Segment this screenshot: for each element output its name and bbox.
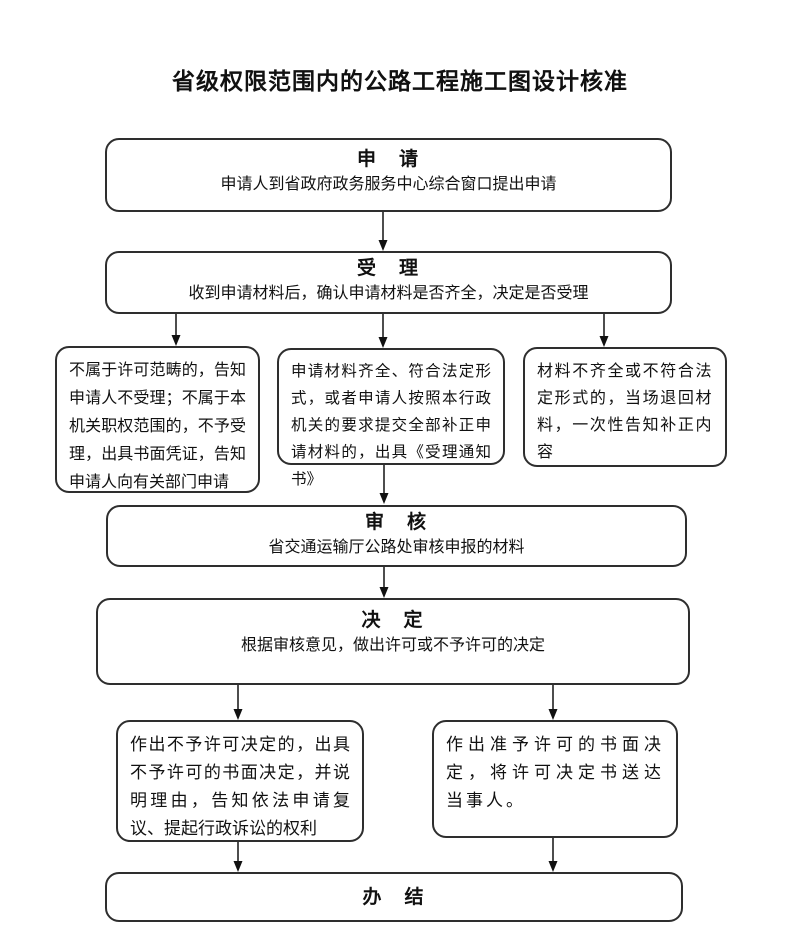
node-branch-incomplete-materials: 材料不齐全或不符合法定形式的，当场退回材料，一次性告知补正内容 [523,347,727,467]
arrow-apply-to-accept [378,212,388,251]
node-accept: 受 理 收到申请材料后，确认申请材料是否齐全，决定是否受理 [105,251,672,314]
node-decision: 决 定 根据审核意见，做出许可或不予许可的决定 [96,598,690,685]
arrow-deny-to-complete [233,842,243,872]
node-review-heading: 审 核 [364,511,428,533]
arrow-review-to-decision [379,567,389,598]
node-decision-body: 根据审核意见，做出许可或不予许可的决定 [240,634,545,654]
node-branch-reject-body: 不属于许可范畴的，告知申请人不受理；不属于本机关职权范围的，不予受理，出具书面凭… [69,360,246,491]
arrow-accept-to-branch-middle [378,314,388,348]
node-accept-body: 收到申请材料后，确认申请材料是否齐全，决定是否受理 [188,282,589,302]
node-apply: 申 请 申请人到省政府政务服务中心综合窗口提出申请 [105,138,672,212]
page-title: 省级权限范围内的公路工程施工图设计核准 [172,69,628,95]
arrow-accept-to-branch-right [599,314,609,347]
node-accept-heading: 受 理 [356,257,420,279]
node-decision-heading: 决 定 [361,609,425,631]
node-complete: 办 结 [105,872,683,922]
arrow-accept-to-branch-left [171,314,181,346]
node-apply-body: 申请人到省政府政务服务中心综合窗口提出申请 [220,173,557,193]
node-deny-decision-body: 作出不予许可决定的，出具不予许可的书面决定，并说明理由，告知依法申请复议、提起行… [130,735,350,839]
node-branch-reject: 不属于许可范畴的，告知申请人不受理；不属于本机关职权范围的，不予受理，出具书面凭… [55,346,260,493]
node-branch-complete-materials: 申请材料齐全、符合法定形式，或者申请人按照本行政机关的要求提交全部补正申请材料的… [277,348,505,488]
node-branch-complete-materials-body: 申请材料齐全、符合法定形式，或者申请人按照本行政机关的要求提交全部补正申请材料的… [291,362,491,488]
node-grant-decision: 作出准予许可的书面决定，将许可决定书送达当事人。 [432,720,678,838]
node-deny-decision: 作出不予许可决定的，出具不予许可的书面决定，并说明理由，告知依法申请复议、提起行… [116,720,364,842]
arrow-branch-middle-to-review [379,465,389,504]
arrow-decision-to-grant [548,685,558,720]
arrow-grant-to-complete [548,838,558,872]
node-review: 审 核 省交通运输厅公路处审核申报的材料 [106,505,687,567]
node-apply-heading: 申 请 [356,148,420,170]
node-branch-incomplete-materials-body: 材料不齐全或不符合法定形式的，当场退回材料，一次性告知补正内容 [537,361,713,461]
arrow-decision-to-deny [233,685,243,720]
node-review-body: 省交通运输厅公路处审核申报的材料 [268,536,525,556]
node-grant-decision-body: 作出准予许可的书面决定，将许可决定书送达当事人。 [446,735,664,811]
node-complete-heading: 办 结 [362,886,426,908]
